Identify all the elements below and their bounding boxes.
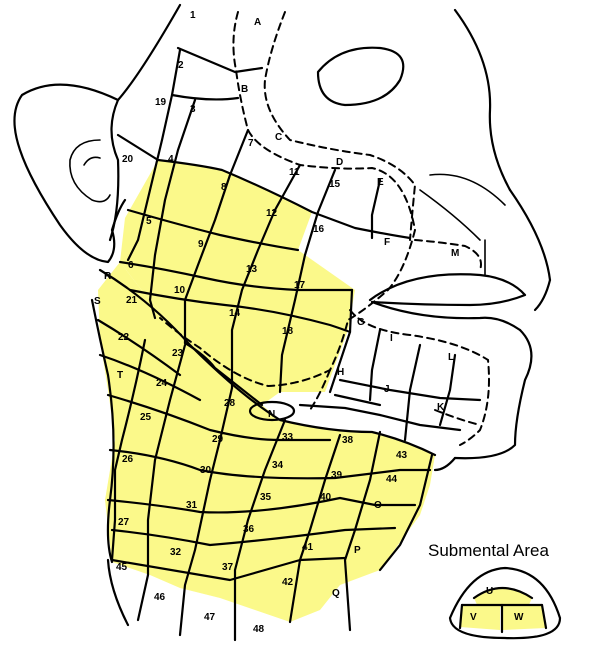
zone-label-40: 40 bbox=[320, 492, 332, 503]
zone-label-28: 28 bbox=[224, 398, 236, 409]
zone-label-11: 11 bbox=[289, 167, 300, 178]
zone-label-a: A bbox=[254, 17, 261, 28]
zone-label-39: 39 bbox=[331, 470, 343, 481]
zone-label-22: 22 bbox=[118, 332, 130, 343]
zone-label-g: G bbox=[357, 317, 365, 328]
zone-label-t: T bbox=[117, 370, 123, 381]
zone-label-41: 41 bbox=[302, 542, 314, 553]
zone-label-46: 46 bbox=[154, 592, 166, 603]
zone-label-v: V bbox=[470, 612, 477, 623]
zone-label-45: 45 bbox=[116, 562, 128, 573]
zone-submental-v-highlight bbox=[460, 605, 500, 630]
zone-label-8: 8 bbox=[221, 182, 227, 193]
zone-label-c: C bbox=[275, 132, 282, 143]
zone-label-j: J bbox=[384, 384, 390, 395]
zone-label-42: 42 bbox=[282, 577, 294, 588]
zone-label-29: 29 bbox=[212, 434, 224, 445]
zone-label-18: 18 bbox=[282, 326, 294, 337]
zone-label-n: N bbox=[268, 409, 275, 420]
zone-label-b: B bbox=[241, 84, 248, 95]
zone-label-2: 2 bbox=[178, 60, 184, 71]
zone-label-10: 10 bbox=[174, 285, 186, 296]
zone-label-34: 34 bbox=[272, 460, 284, 471]
zone-label-i: I bbox=[390, 333, 393, 344]
zone-label-d: D bbox=[336, 157, 343, 168]
zone-label-9: 9 bbox=[198, 239, 204, 250]
zone-label-o: O bbox=[374, 500, 382, 511]
zone-label-1: 1 bbox=[190, 10, 196, 21]
zone-label-48: 48 bbox=[253, 624, 265, 635]
zone-label-25: 25 bbox=[140, 412, 152, 423]
zone-label-5: 5 bbox=[146, 216, 152, 227]
zone-label-31: 31 bbox=[186, 500, 198, 511]
zone-label-37: 37 bbox=[222, 562, 234, 573]
zone-label-15: 15 bbox=[329, 179, 341, 190]
zone-label-23: 23 bbox=[172, 348, 184, 359]
zone-label-32: 32 bbox=[170, 547, 182, 558]
zone-label-13: 13 bbox=[246, 264, 258, 275]
zone-label-30: 30 bbox=[200, 465, 212, 476]
zone-label-47: 47 bbox=[204, 612, 216, 623]
zone-label-21: 21 bbox=[126, 295, 138, 306]
zone-label-44: 44 bbox=[386, 474, 398, 485]
zone-label-27: 27 bbox=[118, 517, 130, 528]
zone-label-q: Q bbox=[332, 588, 340, 599]
lips bbox=[370, 240, 525, 330]
zone-label-f: F bbox=[384, 237, 390, 248]
zone-label-19: 19 bbox=[155, 97, 167, 108]
zone-label-p: P bbox=[354, 545, 361, 556]
ear bbox=[14, 85, 125, 262]
zone-label-26: 26 bbox=[122, 454, 134, 465]
zone-label-l: L bbox=[448, 352, 454, 363]
zone-label-w: W bbox=[514, 612, 524, 623]
zone-label-17: 17 bbox=[294, 280, 306, 291]
zone-label-14: 14 bbox=[229, 308, 241, 319]
zone-label-33: 33 bbox=[282, 432, 294, 443]
zone-label-7: 7 bbox=[248, 138, 254, 149]
zone-label-12: 12 bbox=[266, 208, 278, 219]
zone-submental-w-highlight bbox=[502, 605, 546, 630]
zone-label-6: 6 bbox=[128, 260, 134, 271]
zone-label-k: K bbox=[437, 402, 445, 413]
zone-label-36: 36 bbox=[243, 524, 255, 535]
zone-label-m: M bbox=[451, 248, 459, 259]
zone-label-h: H bbox=[337, 367, 344, 378]
zone-label-e: E bbox=[377, 177, 384, 188]
submental-area-caption: Submental Area bbox=[428, 541, 550, 560]
zone-label-20: 20 bbox=[122, 154, 134, 165]
zone-label-r: R bbox=[104, 271, 112, 282]
zone-label-35: 35 bbox=[260, 492, 272, 503]
zone-label-24: 24 bbox=[156, 378, 168, 389]
zone-label-s: S bbox=[94, 296, 101, 307]
zone-label-4: 4 bbox=[168, 154, 174, 165]
zone-label-38: 38 bbox=[342, 435, 354, 446]
zone-label-u: U bbox=[486, 586, 493, 597]
zone-label-16: 16 bbox=[313, 224, 325, 235]
zone-label-3: 3 bbox=[190, 104, 196, 115]
zone-label-43: 43 bbox=[396, 450, 408, 461]
